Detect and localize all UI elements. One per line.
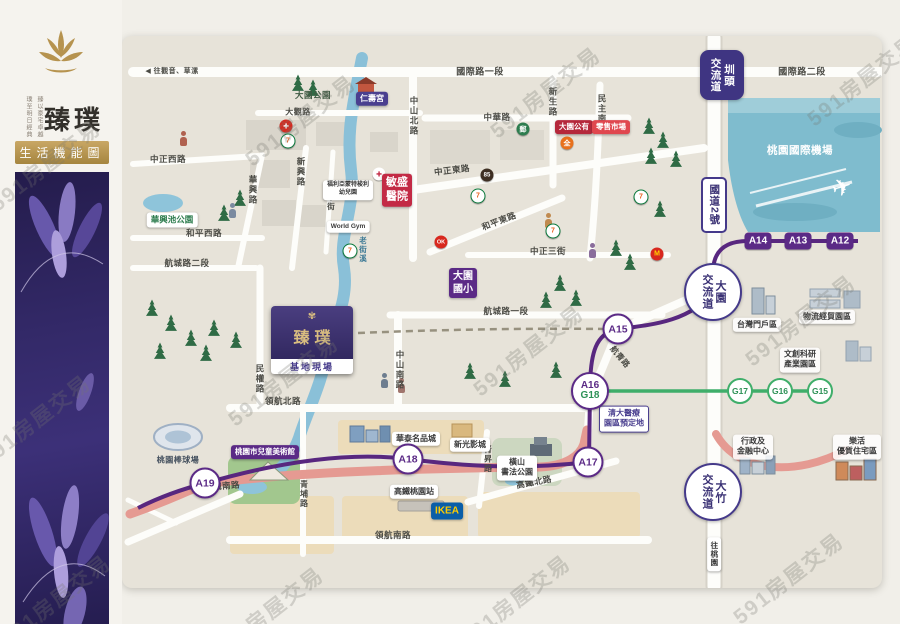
town-blocks bbox=[246, 120, 544, 227]
baseball-stadium-icon bbox=[153, 423, 203, 451]
laojie-river bbox=[272, 52, 368, 477]
hsr-station-building bbox=[397, 500, 445, 512]
map-canvas bbox=[122, 36, 882, 588]
calligraphy-building bbox=[530, 437, 552, 456]
admin-buildings bbox=[739, 455, 776, 475]
floral-artwork bbox=[15, 172, 109, 624]
brand-name: 臻璞 bbox=[44, 106, 105, 135]
sidebar: 臻以豪宅卓越 璞至明日經典 臻璞 生活機能圖 bbox=[0, 0, 122, 624]
cinema-building bbox=[451, 423, 473, 438]
map-title: 生活機能圖 bbox=[15, 141, 109, 164]
outlets-buildings bbox=[349, 425, 391, 443]
gateway-buildings bbox=[751, 287, 776, 315]
temple-building bbox=[355, 77, 377, 93]
site-distance-dashed-line bbox=[357, 327, 605, 335]
tagline-col-2: 璞至明日經典 bbox=[25, 96, 31, 138]
brand-tagline: 臻以豪宅卓越 璞至明日經典 bbox=[24, 96, 44, 142]
creative-buildings bbox=[845, 340, 872, 362]
map-artwork bbox=[124, 36, 882, 588]
airport-area bbox=[728, 98, 882, 232]
brand-logo-icon bbox=[35, 28, 87, 83]
lohas-buildings bbox=[835, 458, 877, 481]
tagline-col-1: 臻以豪宅卓越 bbox=[36, 96, 42, 138]
logistics-buildings bbox=[809, 288, 861, 309]
huaxing-pond bbox=[143, 194, 183, 212]
